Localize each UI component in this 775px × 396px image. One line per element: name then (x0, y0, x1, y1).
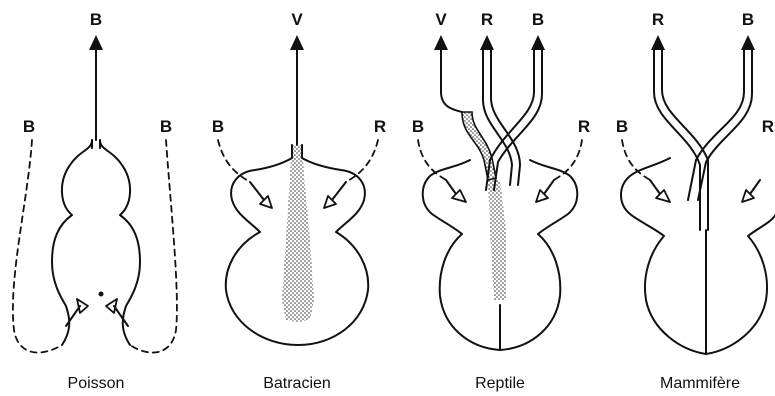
mammal-inflow-stem-right (750, 180, 760, 194)
amphibian-label-left: B (212, 117, 224, 136)
mammal-label-top-right: B (742, 10, 754, 29)
panel-batracien: V B R Batracien (212, 10, 386, 392)
amphibian-outflow-arrowhead (290, 35, 304, 50)
reptile-label-top-left: V (435, 10, 447, 29)
fish-heart-outline (52, 140, 140, 345)
caption-poisson: Poisson (68, 375, 125, 392)
fish-left-venous-return (13, 140, 62, 353)
mammal-arrowhead-r (651, 35, 665, 50)
reptile-vessel-r-wall (491, 50, 520, 185)
reptile-arrowhead-b (531, 35, 545, 50)
fish-outflow-arrowhead (89, 35, 103, 50)
caption-reptile: Reptile (475, 375, 525, 392)
panel-mammifere: R B B R Mammifère (616, 10, 775, 392)
mammal-label-top-left: R (652, 10, 664, 29)
fish-sinus-dot (99, 292, 104, 297)
reptile-label-right: R (578, 117, 590, 136)
reptile-inflow-stem-left (446, 180, 456, 194)
mammal-vessel-b (688, 50, 744, 200)
amphibian-left-inflow-dashed (218, 140, 250, 182)
amphibian-label-right: R (374, 117, 386, 136)
reptile-label-top-right: B (532, 10, 544, 29)
fish-label-right: B (160, 117, 172, 136)
fish-label-top: B (90, 10, 102, 29)
mammal-inflow-stem-left (650, 180, 660, 194)
mammal-arrowhead-b (741, 35, 755, 50)
mammal-heart-outline (621, 158, 775, 354)
reptile-arrowhead-r (480, 35, 494, 50)
amphibian-inflow-stem-right (332, 182, 346, 200)
caption-batracien: Batracien (263, 375, 331, 392)
mammal-vessel-r (654, 50, 700, 230)
mammal-label-right: R (762, 117, 774, 136)
amphibian-right-inflow-dashed (346, 140, 378, 182)
fish-label-left: B (23, 117, 35, 136)
fish-inflow-arrow-left (77, 299, 88, 313)
reptile-label-top-mid: R (481, 10, 493, 29)
panel-poisson: B B B Poisson (13, 10, 177, 392)
reptile-vessel-v (441, 50, 462, 112)
reptile-mixed-zone (488, 180, 506, 300)
amphibian-inflow-stem-left (250, 182, 264, 200)
fish-inflow-arrow-right (106, 299, 117, 313)
fish-right-venous-return (130, 140, 177, 353)
reptile-inflow-stem-right (544, 180, 554, 194)
amphibian-mixed-blood-zone (282, 145, 314, 322)
reptile-label-left: B (412, 117, 424, 136)
mammal-left-inflow-dashed (622, 140, 650, 180)
amphibian-label-top: V (291, 10, 303, 29)
mammal-label-left: B (616, 117, 628, 136)
reptile-arrowhead-v (434, 35, 448, 50)
caption-mammifere: Mammifère (660, 375, 740, 392)
panel-reptile: V R B B R Reptile (412, 10, 590, 392)
